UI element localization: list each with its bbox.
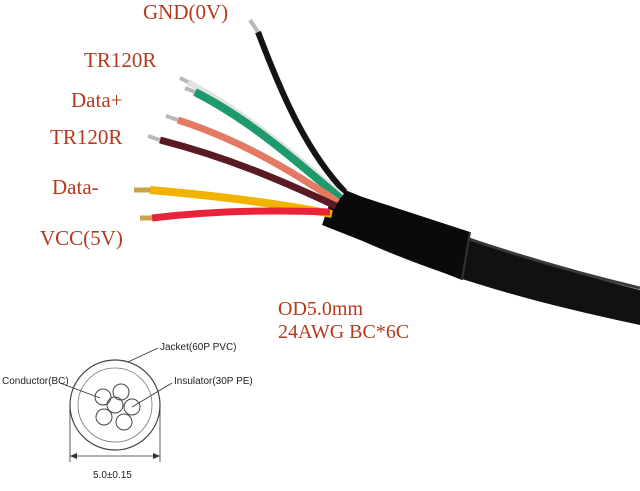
label-gnd: GND(0V) [143, 0, 229, 24]
wire-red [151, 207, 331, 222]
conductor-2 [112, 383, 130, 401]
jacket-circle [69, 359, 161, 451]
tip-white [179, 76, 189, 84]
tip-maroon [147, 134, 161, 142]
conductor-1 [94, 388, 112, 406]
label-conductor: Conductor(BC) [2, 376, 69, 387]
wire-gnd [255, 30, 348, 195]
label-dimension: 5.0±0.15 [93, 470, 132, 481]
cross-section [59, 347, 173, 462]
spec-awg: 24AWG BC*6C [278, 321, 410, 343]
tip-salmon [165, 114, 179, 122]
wire-salmon [176, 116, 340, 205]
conductor-5 [95, 408, 113, 426]
conductor-3 [123, 398, 141, 416]
leader-insulator [131, 382, 173, 408]
wire-maroon [159, 136, 338, 210]
conductor-4 [115, 413, 133, 431]
label-tr120r-1: TR120R [84, 48, 157, 72]
wire-green [193, 88, 343, 202]
tip-gnd [248, 18, 260, 34]
inner-circle [77, 367, 153, 443]
heat-shrink [322, 188, 470, 280]
tip-green [184, 86, 196, 94]
label-data-minus: Data- [52, 175, 99, 199]
leader-conductor [59, 382, 101, 399]
label-data-plus: Data+ [71, 88, 123, 112]
heat-shrink-edge [461, 231, 471, 281]
leader-jacket [127, 347, 159, 363]
label-vcc: VCC(5V) [40, 226, 123, 250]
dim-arrow-right [153, 453, 160, 459]
spec-od: OD5.0mm [278, 298, 363, 320]
label-insulator: Insulator(30P PE) [174, 376, 253, 387]
label-jacket: Jacket(60P PVC) [160, 342, 237, 353]
label-tr120r-2: TR120R [50, 125, 123, 149]
dim-arrow-left [70, 453, 77, 459]
